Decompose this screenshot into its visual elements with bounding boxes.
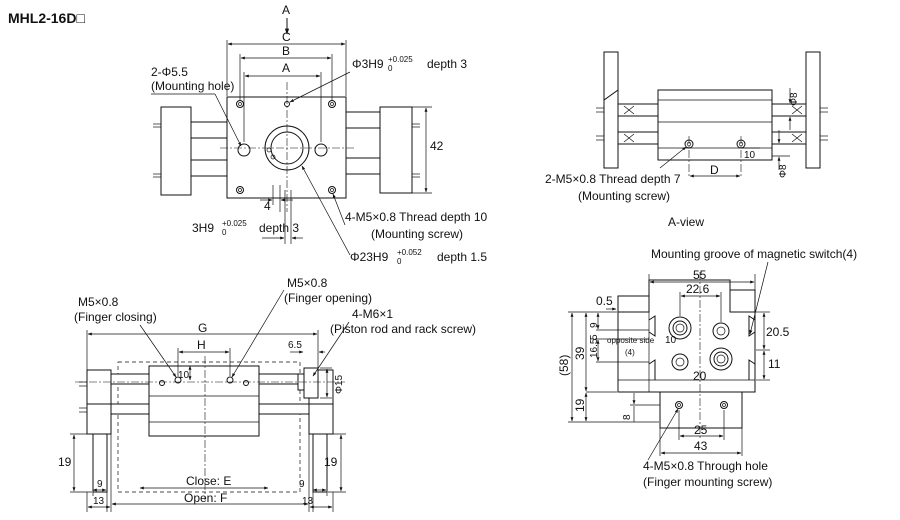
side-dim-20-5: 20.5 [766, 325, 790, 339]
front-view: G H 10 6.5 Φ15 19 19 9 13 [58, 276, 476, 512]
side-dim-55: 55 [693, 268, 707, 282]
a-view-dim-10: 10 [744, 150, 756, 161]
side-dim-10: 10 [665, 335, 677, 346]
top-view: A C B [151, 3, 488, 266]
right-finger [379, 106, 413, 194]
side-dim-16-5: 16.5 [589, 338, 600, 358]
side-dim-9: 9 [589, 322, 600, 328]
side-dim-20: 20 [693, 369, 707, 383]
slot-depth: depth 3 [259, 221, 299, 235]
slot-tol-lo: 0 [222, 228, 227, 237]
close-port-label: M5×0.8 [78, 295, 119, 309]
side-dim-5: 5 [589, 334, 600, 340]
side-view: 55 22.6 0.5 (58) 39 19 9 5 16.5 opposite… [557, 247, 857, 489]
right-rod-top [345, 111, 381, 129]
a-view: Φ8 Φ8 10 D 2-M5×0.8 Thread depth 7 (Moun… [545, 51, 828, 229]
front-dim-6-5: 6.5 [288, 340, 302, 351]
thread-desc: (Mounting screw) [371, 227, 463, 241]
front-dim-9-left: 9 [97, 479, 103, 490]
left-finger [160, 106, 192, 196]
close-port-desc: (Finger closing) [74, 310, 157, 324]
thread-label: 4-M5×0.8 Thread depth 10 [345, 210, 488, 224]
a-view-thread-desc: (Mounting screw) [578, 189, 670, 203]
front-dim-G: G [198, 321, 207, 335]
body-plate [226, 96, 347, 199]
slot-tol-up: +0.025 [222, 219, 247, 228]
switch-groove-label: Mounting groove of magnetic switch(4) [651, 247, 857, 261]
boss-label: Φ23H9 [350, 250, 389, 264]
mounting-hole-right [314, 143, 328, 157]
mounting-hole-left [237, 143, 251, 157]
piston-screw-desc: (Piston rod and rack screw) [330, 322, 476, 336]
side-dim-8: 8 [622, 414, 633, 420]
side-dim-0-5: 0.5 [596, 294, 613, 308]
front-dim-19-left: 19 [58, 455, 72, 469]
dim-C: C [282, 30, 291, 44]
a-view-phi8-top: Φ8 [789, 92, 800, 106]
a-view-phi8-bottom: Φ8 [778, 164, 789, 178]
right-rod-bottom [345, 157, 381, 175]
front-dim-13-left: 13 [93, 496, 105, 507]
a-view-caption: A-view [668, 215, 704, 229]
front-dim-9-right: 9 [299, 479, 305, 490]
front-dim-13-right: 13 [302, 496, 314, 507]
side-opposite-side: opposite side [607, 336, 655, 345]
drawing-title: MHL2-16D□ [8, 10, 85, 26]
side-dim-58: (58) [557, 355, 571, 376]
left-rod-bottom [190, 159, 228, 177]
pin-hole-label: Φ3H9 [352, 57, 384, 71]
boss-depth: depth 1.5 [437, 250, 487, 264]
mount-hole-label: 2-Φ5.5 [151, 65, 188, 79]
front-close-E: Close: E [186, 474, 231, 488]
dim-B: B [282, 44, 290, 58]
pin-hole-tol-up: +0.025 [388, 55, 413, 64]
side-dim-11: 11 [768, 357, 781, 371]
front-dim-10: 10 [178, 370, 190, 381]
left-rod-top [190, 121, 228, 139]
side-dim-25: 25 [694, 423, 708, 437]
side-dim-22-6: 22.6 [686, 282, 710, 296]
dim-42: 42 [430, 139, 444, 153]
through-hole-desc: (Finger mounting screw) [643, 475, 772, 489]
a-view-thread: 2-M5×0.8 Thread depth 7 [545, 172, 681, 186]
view-arrow-label: A [282, 3, 290, 17]
side-dim-43: 43 [694, 439, 708, 453]
dim-A: A [282, 61, 290, 75]
through-hole-label: 4-M5×0.8 Through hole [643, 459, 768, 473]
dim-4: 4 [264, 199, 271, 213]
a-view-dim-D: D [710, 163, 719, 177]
slot-label: 3H9 [192, 221, 214, 235]
front-open-F: Open: F [184, 491, 227, 505]
open-port-label: M5×0.8 [287, 276, 328, 290]
front-dim-19-right: 19 [324, 455, 338, 469]
pin-hole-depth: depth 3 [427, 57, 467, 71]
front-dim-H: H [197, 338, 206, 352]
mount-hole-desc: (Mounting hole) [151, 79, 234, 93]
open-port-desc: (Finger opening) [284, 291, 372, 305]
front-dim-phi15: Φ15 [334, 374, 345, 394]
piston-screw-label: 4-M6×1 [352, 307, 393, 321]
side-dim-39: 39 [573, 346, 587, 360]
side-dim-19: 19 [573, 398, 587, 412]
side-opposite-4: (4) [625, 348, 635, 357]
pin-hole-tol-lo: 0 [388, 64, 393, 73]
boss-tol-lo: 0 [397, 257, 402, 266]
boss-tol-up: +0.052 [397, 248, 422, 257]
